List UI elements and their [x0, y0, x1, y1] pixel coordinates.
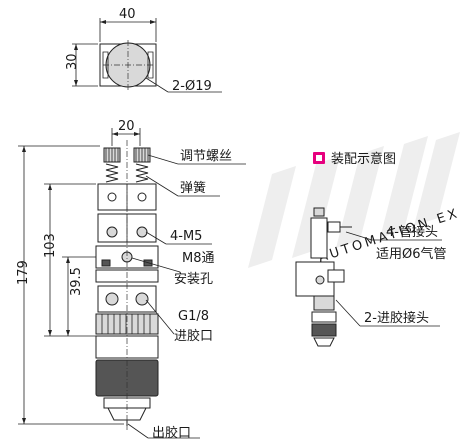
dim-top-width: 40	[119, 7, 136, 22]
callout-pipe-fitting-1: 4-管接头	[386, 224, 438, 240]
spring-right	[135, 163, 149, 183]
dim-spacing: 20	[118, 119, 135, 134]
dim-total-height: 179	[16, 260, 31, 285]
callout-m8-line1: M8通	[182, 251, 215, 266]
callout-spring: 弹簧	[180, 180, 206, 196]
assembly-title: 装配示意图	[331, 151, 396, 167]
m5-hole-right	[136, 226, 148, 238]
callout-inlet: 进胶口	[174, 328, 213, 344]
spring-left	[105, 163, 119, 183]
dim-top-height: 30	[65, 53, 80, 70]
pipe-fitting	[327, 221, 341, 233]
callout-glue-fitting: 2-进胶接头	[364, 310, 429, 326]
callout-inlet-thread: G1/8	[178, 309, 209, 324]
dim-39-5: 39.5	[69, 267, 84, 296]
m5-hole-left	[106, 226, 118, 238]
front-view: 20	[16, 119, 246, 441]
callout-adjust-screw: 调节螺丝	[180, 149, 232, 164]
callout-mount-screw: 4-M5	[170, 229, 202, 244]
glue-fitting	[327, 269, 345, 283]
dim-103: 103	[43, 233, 58, 258]
callout-pipe-fitting-2: 适用Ø6气管	[376, 246, 447, 262]
callout-outlet: 出胶口	[152, 425, 191, 441]
adjust-screw-right	[133, 147, 151, 163]
callout-m8-line2: 安装孔	[174, 272, 213, 287]
nozzle	[107, 407, 147, 421]
inlet-port-left	[105, 292, 119, 306]
inlet-port-right	[135, 292, 149, 306]
callout-hole-spec: 2-Ø19	[172, 79, 212, 94]
adjust-screw-left	[103, 147, 121, 163]
assembly-diagram: 装配示意图 4-管接头 适用Ø6气管 2-进胶接头	[295, 151, 447, 347]
top-view: 40 30 2-Ø19	[65, 7, 222, 94]
